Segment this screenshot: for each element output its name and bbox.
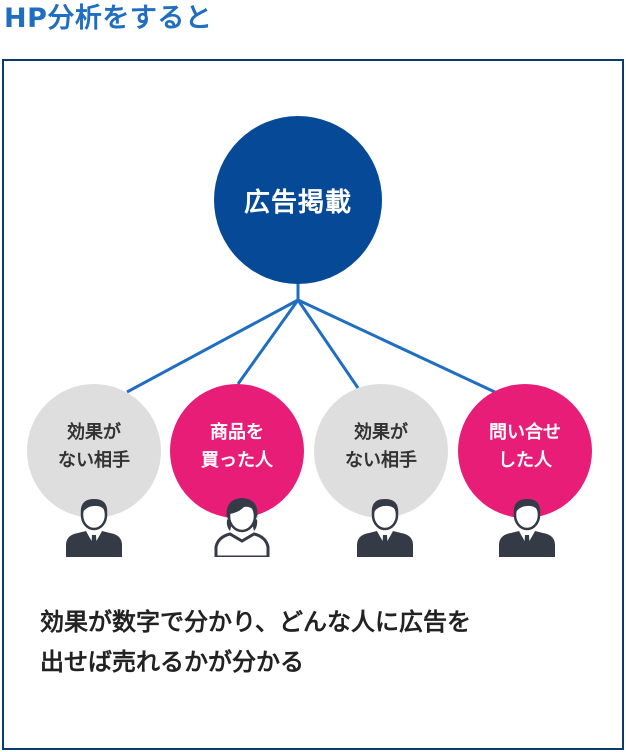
connector-line (297, 298, 498, 395)
hub-label: 広告掲載 (243, 187, 352, 218)
diagram-caption: 効果が数字で分かり、どんな人に広告を 出せば売れるかが分かる (40, 602, 471, 682)
page-title: HP分析をすると (4, 3, 213, 34)
connector-line (236, 299, 300, 385)
man-icon (357, 499, 413, 557)
node-label: 効果が ない相手 (345, 422, 417, 471)
node-label: 効果が ない相手 (58, 422, 130, 471)
node-label: 商品を 買った人 (201, 422, 273, 471)
caption-line-2: 出せば売れるかが分かる (40, 648, 304, 676)
connector-line (296, 299, 360, 389)
node-no-effect-2: 効果が ない相手 (314, 384, 448, 518)
node-inquired: 問い合せ した人 (458, 384, 592, 518)
node-label: 問い合せ した人 (489, 422, 561, 471)
caption-line-1: 効果が数字で分かり、どんな人に広告を (40, 608, 472, 636)
hub-ad-placement: 広告掲載 (214, 116, 382, 284)
woman-icon (214, 498, 270, 557)
man-icon (499, 499, 555, 557)
connector-line (126, 298, 299, 394)
diagram-frame (2, 59, 624, 750)
node-no-effect-1: 効果が ない相手 (27, 384, 161, 518)
node-purchased: 商品を 買った人 (170, 384, 304, 518)
man-icon (66, 499, 122, 557)
